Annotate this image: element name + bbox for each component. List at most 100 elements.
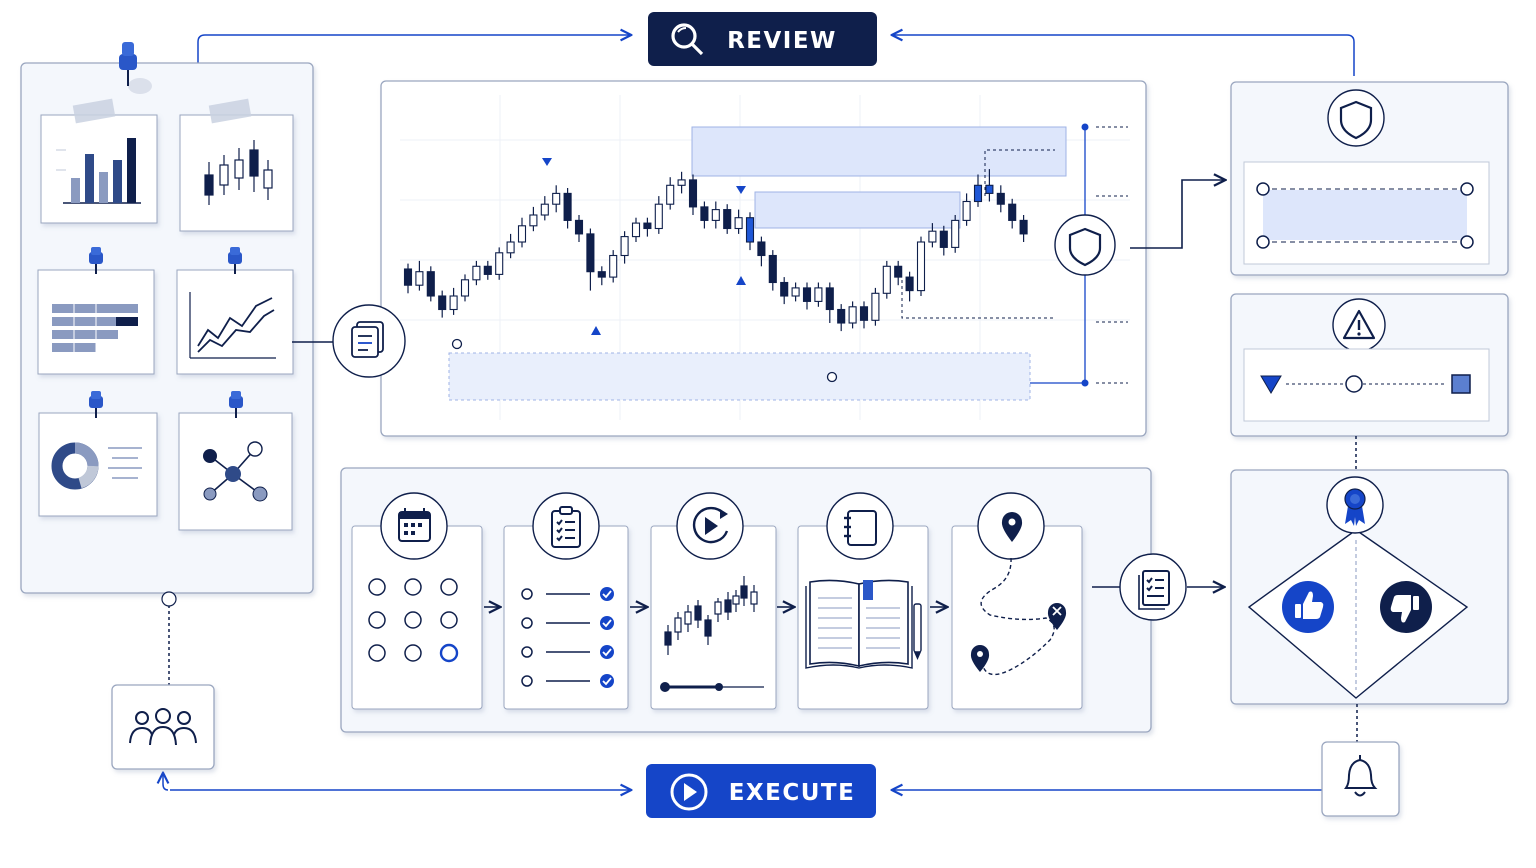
resistance-zone: [691, 126, 1067, 177]
step-checklist: [503, 492, 629, 710]
pushpin-icon: [89, 247, 103, 274]
candle: [882, 260, 891, 299]
ribbon-award-icon: [1344, 488, 1366, 526]
candle: [1019, 215, 1028, 242]
alert-panel: [1230, 293, 1509, 437]
execute-label: EXECUTE: [729, 780, 856, 806]
route-path: [980, 557, 1055, 676]
map-pin-icon: [1001, 512, 1023, 542]
candle: [517, 217, 527, 248]
notify-node[interactable]: [1321, 741, 1400, 817]
origin-pin: [970, 645, 990, 672]
reject-button[interactable]: [1380, 581, 1432, 633]
candle: [506, 233, 515, 259]
candle: [403, 263, 413, 294]
step-replay: [650, 492, 777, 710]
execute-button[interactable]: EXECUTE: [646, 764, 876, 818]
level-marker: [1345, 375, 1363, 393]
candle: [973, 174, 983, 207]
approve-button[interactable]: [1282, 581, 1334, 633]
candle: [483, 260, 492, 280]
candle: [928, 223, 937, 248]
candle: [460, 274, 470, 302]
review-button[interactable]: REVIEW: [648, 12, 877, 66]
warning-icon: [1342, 309, 1376, 340]
candle: [438, 290, 447, 318]
step-route: [951, 492, 1083, 710]
review-label: REVIEW: [727, 28, 837, 54]
candle: [563, 188, 572, 229]
candle: [449, 287, 458, 315]
candle: [996, 185, 1005, 213]
sell-marker: [736, 186, 746, 194]
gantt-card: [37, 247, 155, 375]
candle: [426, 266, 435, 302]
risk-node[interactable]: [1054, 214, 1116, 276]
magnifier-icon: [671, 23, 704, 56]
process-panel: [340, 467, 1152, 733]
candle: [802, 282, 812, 310]
pushpin-icon: [229, 391, 243, 418]
team-node[interactable]: [111, 684, 215, 770]
candle: [620, 231, 629, 264]
candle: [586, 228, 595, 291]
replay-icon: [692, 506, 729, 544]
risk-panel: [1230, 81, 1509, 276]
bottom-connectors: [163, 774, 1322, 790]
buy-marker: [736, 276, 746, 285]
candle: [780, 277, 789, 305]
candle: [415, 260, 424, 291]
candle: [951, 215, 960, 253]
notebook-icon: [844, 510, 877, 546]
candle: [654, 196, 663, 234]
candle: [609, 250, 618, 283]
candle: [985, 169, 994, 202]
candle: [825, 282, 834, 323]
candle: [529, 206, 538, 232]
award-node: [1326, 476, 1384, 534]
candle: [757, 236, 766, 267]
candle: [905, 271, 914, 302]
candle: [848, 301, 857, 329]
candle: [574, 215, 584, 242]
calendar-icon: [398, 508, 431, 542]
target-marker: [1451, 374, 1471, 394]
report-node[interactable]: [1119, 553, 1187, 621]
step-journal: [797, 492, 929, 710]
candle: [711, 201, 720, 229]
chart-board: [20, 42, 314, 594]
mini-candles: [664, 576, 758, 655]
chart-to-risk-arrow: [1130, 180, 1224, 249]
network-graph-card: [178, 391, 293, 531]
thumbs-up-icon: [1295, 591, 1324, 619]
anchor-point: [826, 371, 838, 383]
candle: [768, 250, 777, 291]
clipboard-checklist-icon: [551, 506, 581, 548]
bar-chart-card: [40, 98, 158, 224]
chart-open-node[interactable]: [332, 304, 406, 378]
pushpin-icon: [228, 247, 242, 274]
chart-panel: [332, 80, 1147, 437]
candle: [540, 196, 549, 221]
support-zone: [448, 352, 1031, 401]
play-icon: [670, 773, 708, 811]
decision-panel: [1230, 469, 1509, 705]
price-candles: [403, 169, 1028, 332]
candle: [871, 287, 880, 326]
team-icon: [129, 708, 197, 746]
candle: [723, 204, 732, 234]
top-connectors: [197, 35, 1355, 76]
candle: [791, 282, 800, 302]
playhead[interactable]: [715, 683, 723, 691]
shield-icon: [1068, 227, 1102, 267]
sell-marker: [542, 158, 552, 166]
candle: [1008, 198, 1017, 229]
destination-pin: [1047, 603, 1067, 630]
thumbs-down-icon: [1390, 595, 1419, 623]
entry-marker: [1260, 375, 1282, 394]
report-icon: [1138, 570, 1170, 610]
candle: [814, 282, 823, 307]
candle: [734, 209, 743, 234]
candle: [666, 177, 675, 210]
